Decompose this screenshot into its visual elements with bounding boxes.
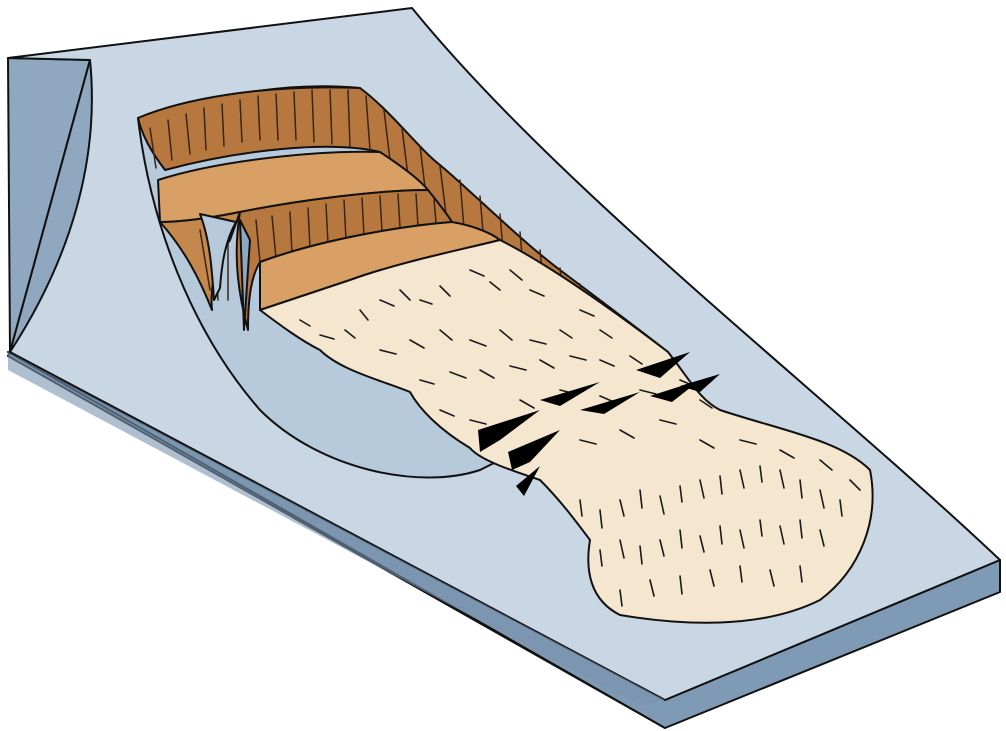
landslide-block-diagram [0, 0, 1006, 731]
diagram-stage [0, 0, 1006, 731]
